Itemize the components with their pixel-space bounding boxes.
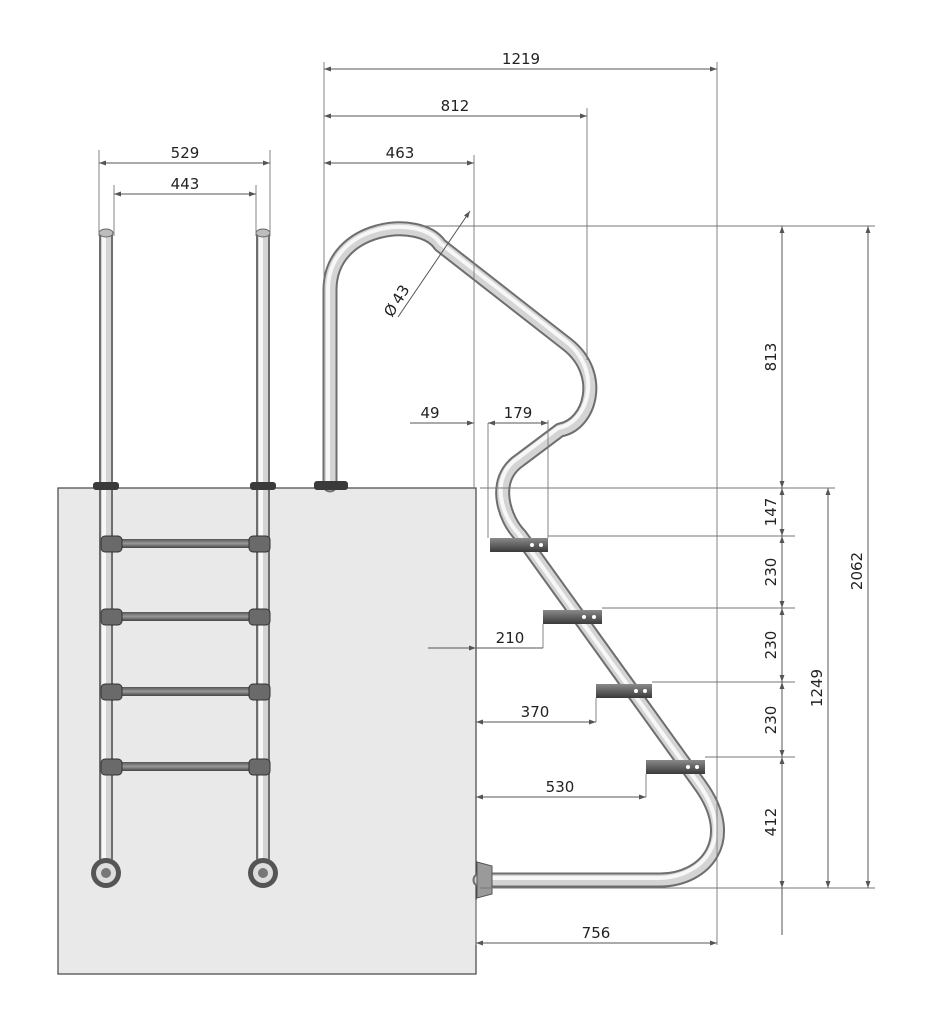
dim-756: 756	[582, 924, 611, 942]
dim-230-a: 230	[762, 558, 780, 587]
dim-147: 147	[762, 498, 780, 527]
dim-412: 412	[762, 808, 780, 837]
extension-lines	[98, 62, 875, 945]
side-step-1	[490, 538, 548, 552]
front-right-foot	[248, 858, 278, 888]
front-view-ladder	[91, 228, 278, 888]
dim-529: 529	[171, 144, 200, 162]
side-flange	[314, 481, 348, 490]
dim-line-diameter	[397, 210, 471, 318]
dim-812: 812	[441, 97, 470, 115]
dim-210: 210	[496, 629, 525, 647]
front-steps	[100, 535, 271, 776]
dim-1249: 1249	[808, 669, 826, 707]
dim-2062: 2062	[848, 552, 866, 590]
side-step-3	[596, 684, 652, 698]
dim-530: 530	[546, 778, 575, 796]
dim-813: 813	[762, 343, 780, 372]
dimension-lines	[99, 66, 871, 946]
dim-43: 43	[388, 282, 413, 308]
dim-370: 370	[521, 703, 550, 721]
front-step-1	[100, 535, 271, 553]
front-step-3	[100, 683, 271, 701]
side-step-4	[646, 760, 705, 774]
front-step-4	[100, 758, 271, 776]
dim-1219: 1219	[502, 50, 540, 68]
dim-179: 179	[504, 404, 533, 422]
dim-230-b: 230	[762, 631, 780, 660]
front-step-2	[100, 608, 271, 626]
dim-443: 443	[171, 175, 200, 193]
dim-230-c: 230	[762, 706, 780, 735]
dim-49: 49	[420, 404, 439, 422]
side-step-2	[543, 610, 602, 624]
front-left-foot	[91, 858, 121, 888]
side-wall-foot	[476, 861, 493, 899]
dim-463: 463	[386, 144, 415, 162]
front-left-flange	[93, 482, 119, 490]
front-right-flange	[250, 482, 276, 490]
